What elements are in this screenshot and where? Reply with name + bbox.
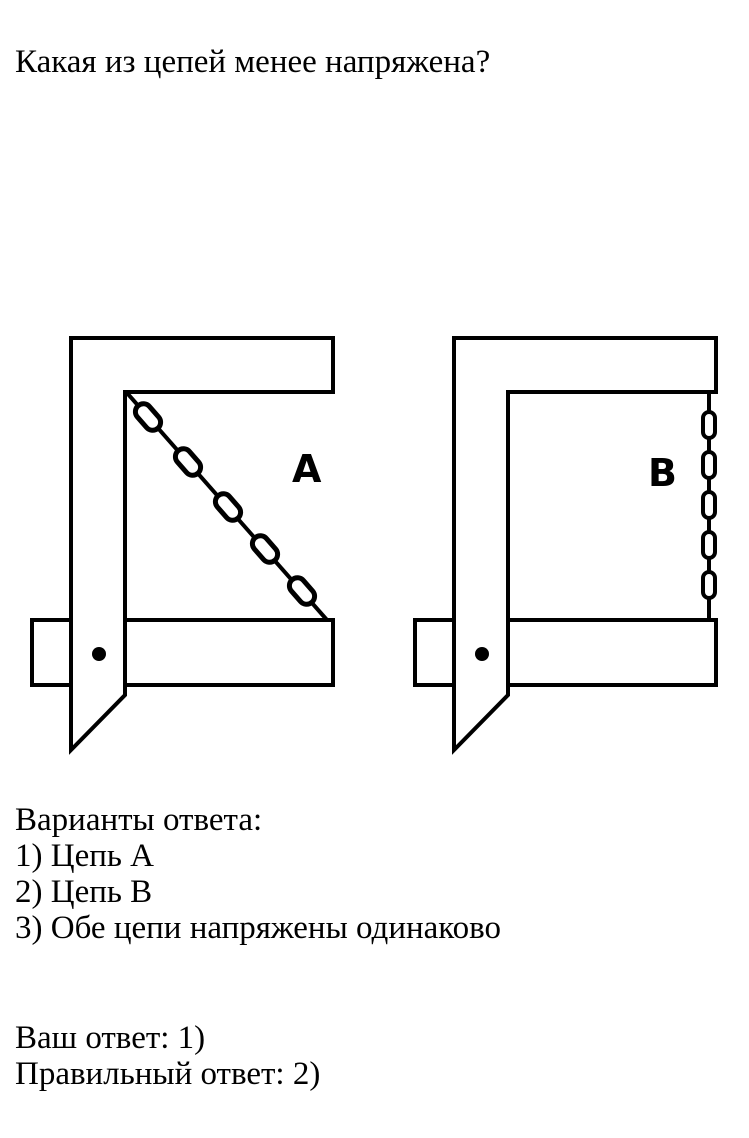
option-1: 1) Цепь А (15, 838, 155, 874)
structure-b: B (413, 336, 718, 755)
question-text: Какая из цепей менее напряжена? (15, 44, 491, 80)
chain-b (701, 410, 717, 600)
label-a: A (292, 447, 322, 491)
chain-figure: A B (30, 336, 718, 755)
pivot-b (475, 647, 489, 661)
answer-options: Варианты ответа: 1) Цепь А 2) Цепь В 3) … (15, 802, 501, 946)
option-2: 2) Цепь В (15, 874, 153, 910)
option-3: 3) Обе цепи напряжены одинаково (15, 910, 502, 946)
label-b: B (648, 451, 677, 495)
answer-result: Ваш ответ: 1) Правильный ответ: 2) (15, 1020, 320, 1092)
structure-a: A (30, 336, 335, 755)
correct-answer: Правильный ответ: 2) (15, 1056, 321, 1092)
l-bracket-a (69, 336, 335, 755)
l-bracket-b (452, 336, 718, 755)
your-answer: Ваш ответ: 1) (15, 1020, 206, 1056)
pivot-a (92, 647, 106, 661)
options-header: Варианты ответа: (15, 802, 263, 838)
